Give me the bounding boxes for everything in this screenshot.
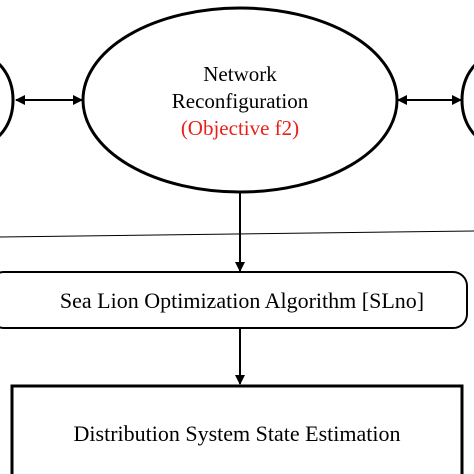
estimation-label: Distribution System State Estimation <box>74 421 401 446</box>
node-title-line1: Network <box>203 62 277 86</box>
connector-line <box>0 230 474 238</box>
left-objective-node <box>0 62 15 138</box>
estimation-box <box>10 384 464 474</box>
node-title-line2: Reconfiguration <box>172 89 309 113</box>
node-objective-label: (Objective f2) <box>181 116 299 140</box>
algorithm-label: Sea Lion Optimization Algorithm [SLno] <box>60 288 424 313</box>
algorithm-box <box>0 271 468 329</box>
right-objective-node <box>460 63 474 137</box>
